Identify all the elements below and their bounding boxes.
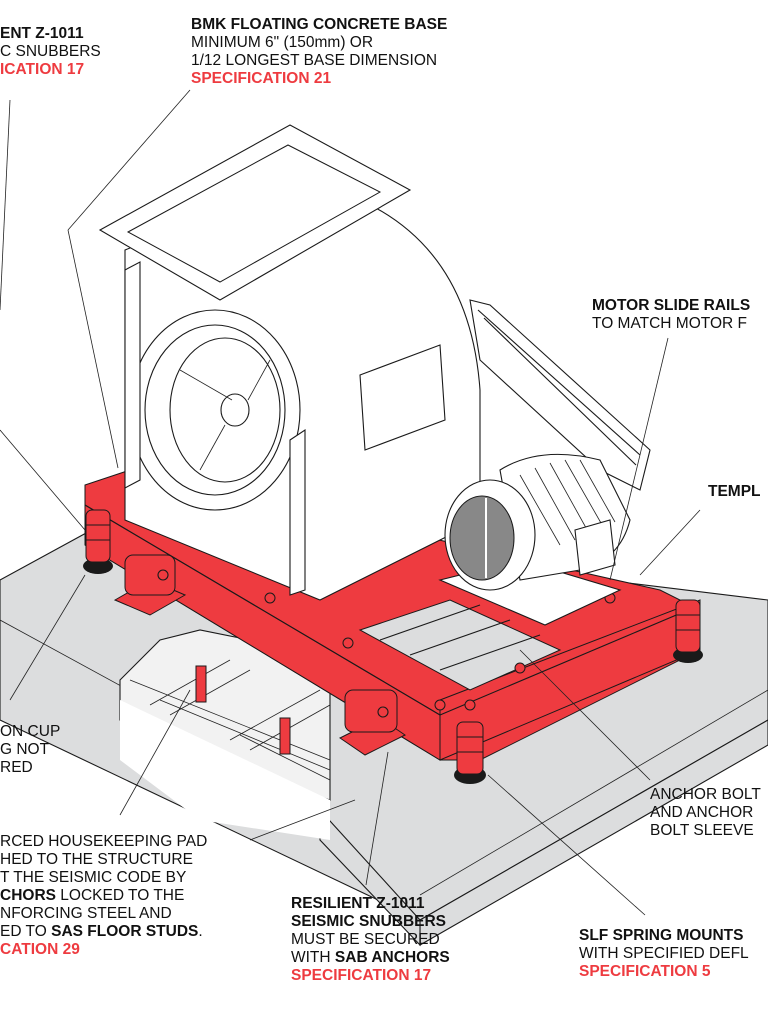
spring-mount-left [83, 509, 113, 574]
callout-text: WITH SPECIFIED DEFL [579, 945, 749, 962]
callout-anchor-bolt: ANCHOR BOLT AND ANCHOR BOLT SLEEVE [650, 786, 761, 840]
callout-text: NFORCING STEEL AND [0, 905, 172, 922]
callout-title: SLF SPRING MOUNTS [579, 927, 744, 944]
bold-term: CHORS [0, 887, 56, 904]
callout-text: WITH SAB ANCHORS [291, 949, 450, 967]
callout-text: BOLT SLEEVE [650, 822, 754, 839]
callout-text: ED TO SAS FLOOR STUDS. [0, 923, 207, 941]
callout-text-pre: ED TO [0, 923, 52, 940]
callout-text-post: . [198, 923, 203, 940]
callout-motor-slide-rails: MOTOR SLIDE RAILS TO MATCH MOTOR F [592, 297, 750, 333]
callout-text: C SNUBBERS [0, 43, 101, 60]
bold-term: SAB ANCHORS [334, 949, 450, 966]
spring-mount-right [673, 599, 703, 663]
leader-lines [0, 89, 701, 916]
callout-title: TEMPL [708, 483, 761, 500]
motor [438, 453, 631, 626]
callout-text: MUST BE SECURED [291, 931, 440, 948]
callout-title: RESILIENT Z-1011 [291, 895, 425, 912]
pad-cutaway [119, 629, 331, 840]
callout-text: MINIMUM 6" (150mm) OR [191, 34, 374, 51]
callout-cup: ON CUP G NOT RED [0, 723, 60, 777]
spec-label: ICATION 17 [0, 61, 85, 78]
callout-text: CHORS LOCKED TO THE [0, 887, 207, 905]
callout-text: TO MATCH MOTOR F [592, 315, 747, 332]
callout-concrete-base: BMK FLOATING CONCRETE BASE MINIMUM 6" (1… [191, 16, 447, 88]
callout-text: RCED HOUSEKEEPING PAD [0, 833, 208, 850]
callout-text: ON CUP [0, 723, 61, 740]
callout-text: 1/12 LONGEST BASE DIMENSION [191, 52, 438, 69]
seismic-snubber-front [339, 689, 406, 756]
callout-text: RED [0, 759, 33, 776]
callout-seismic-snubbers-top: ENT Z-1011 C SNUBBERS ICATION 17 [0, 25, 101, 79]
callout-title: BMK FLOATING CONCRETE BASE [191, 16, 448, 33]
fan-housing [98, 124, 481, 601]
callout-housekeeping-pad: RCED HOUSEKEEPING PAD HED TO THE STRUCTU… [0, 833, 207, 959]
callout-title: SEISMIC SNUBBERS [291, 913, 447, 930]
callout-text: ANCHOR BOLT [650, 786, 761, 803]
spec-label: SPECIFICATION 5 [579, 963, 711, 980]
callout-text-rest: LOCKED TO THE [55, 887, 185, 904]
callout-text-pre: WITH [291, 949, 335, 966]
spec-label: SPECIFICATION 21 [191, 70, 332, 87]
callout-title: MOTOR SLIDE RAILS [592, 297, 751, 314]
belt-guard [469, 299, 651, 491]
callout-title: ENT Z-1011 [0, 25, 84, 42]
callout-text: T THE SEISMIC CODE BY [0, 869, 187, 886]
callout-text: G NOT [0, 741, 50, 758]
callout-text: AND ANCHOR [650, 804, 754, 821]
seismic-snubber-left [113, 554, 187, 616]
callout-template: TEMPL [708, 483, 761, 501]
bold-term: SAS FLOOR STUDS [51, 923, 199, 940]
callout-seismic-snubbers-bottom: RESILIENT Z-1011 SEISMIC SNUBBERS MUST B… [291, 895, 450, 985]
spec-label: SPECIFICATION 17 [291, 967, 432, 984]
callout-spring-mounts: SLF SPRING MOUNTS WITH SPECIFIED DEFL SP… [579, 927, 749, 981]
callout-text: HED TO THE STRUCTURE [0, 851, 193, 868]
spring-mount-front [454, 721, 486, 784]
spec-label: CATION 29 [0, 941, 80, 958]
